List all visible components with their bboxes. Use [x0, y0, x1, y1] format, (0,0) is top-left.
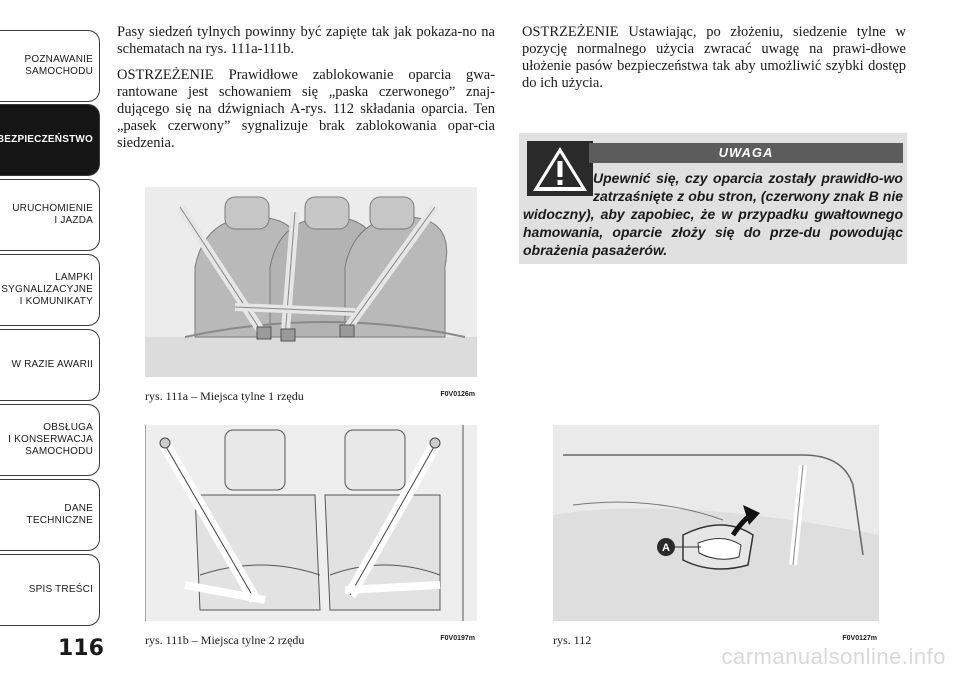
rear-seats-row1-illustration	[145, 187, 477, 377]
figure-111b-code: F0V0197m	[440, 635, 475, 642]
tab-w-razie-awarii[interactable]: W RAZIE AWARII	[0, 329, 100, 401]
tab-bezpieczenstwo[interactable]: BEZPIECZEŃSTWO	[0, 104, 100, 176]
tab-lampki-sygnalizacyjne[interactable]: LAMPKI SYGNALIZACYJNE I KOMUNIKATY	[0, 254, 100, 326]
figure-111a-code: F0V0126m	[440, 391, 475, 398]
page-number: 116	[58, 636, 104, 661]
warning-title: UWAGA	[589, 143, 903, 163]
tab-dane-techniczne[interactable]: DANE TECHNICZNE	[0, 479, 100, 551]
seat-lever-illustration: A	[553, 425, 879, 621]
figure-112-code: F0V0127m	[842, 635, 877, 642]
intro-paragraph: Pasy siedzeń tylnych powinny być zapięte…	[117, 24, 495, 57]
figure-112-caption: rys. 112	[553, 633, 592, 647]
rear-seats-row2-illustration	[145, 425, 477, 621]
warning-paragraph-locking: OSTRZEŻENIE Prawidłowe zablokowanie opar…	[117, 67, 495, 151]
warning-text: Upewnić się, czy oparcia zostały prawidł…	[523, 170, 903, 258]
figure-111a-caption: rys. 111a – Miejsca tylne 1 rzędu	[145, 389, 304, 403]
watermark: carmanualsonline.info	[721, 644, 946, 669]
tab-spis-tresci[interactable]: SPIS TREŚCI	[0, 554, 100, 626]
chapter-tabs: POZNAWANIE SAMOCHODU BEZPIECZEŃSTWO URUC…	[0, 0, 104, 677]
figure-111b: rys. 111b – Miejsca tylne 2 rzędu F0V019…	[145, 425, 477, 647]
figure-111a: rys. 111a – Miejsca tylne 1 rzędu F0V012…	[145, 187, 477, 407]
figure-112: A rys. 112 F0V0127m	[553, 425, 879, 647]
warning-triangle-icon	[527, 141, 593, 196]
warning-paragraph-seatbelts: OSTRZEŻENIE Ustawiając, po złożeniu, sie…	[522, 24, 906, 91]
tab-obsluga-i-konserwacja[interactable]: OBSŁUGA I KONSERWACJA SAMOCHODU	[0, 404, 100, 476]
warning-box: UWAGA Upewnić się, czy oparcia zostały p…	[519, 133, 907, 264]
tab-poznawanie-samochodu[interactable]: POZNAWANIE SAMOCHODU	[0, 30, 100, 102]
tab-uruchomienie-i-jazda[interactable]: URUCHOMIENIE I JAZDA	[0, 179, 100, 251]
figure-111b-caption: rys. 111b – Miejsca tylne 2 rzędu	[145, 633, 305, 647]
callout-a-label: A	[662, 542, 670, 554]
